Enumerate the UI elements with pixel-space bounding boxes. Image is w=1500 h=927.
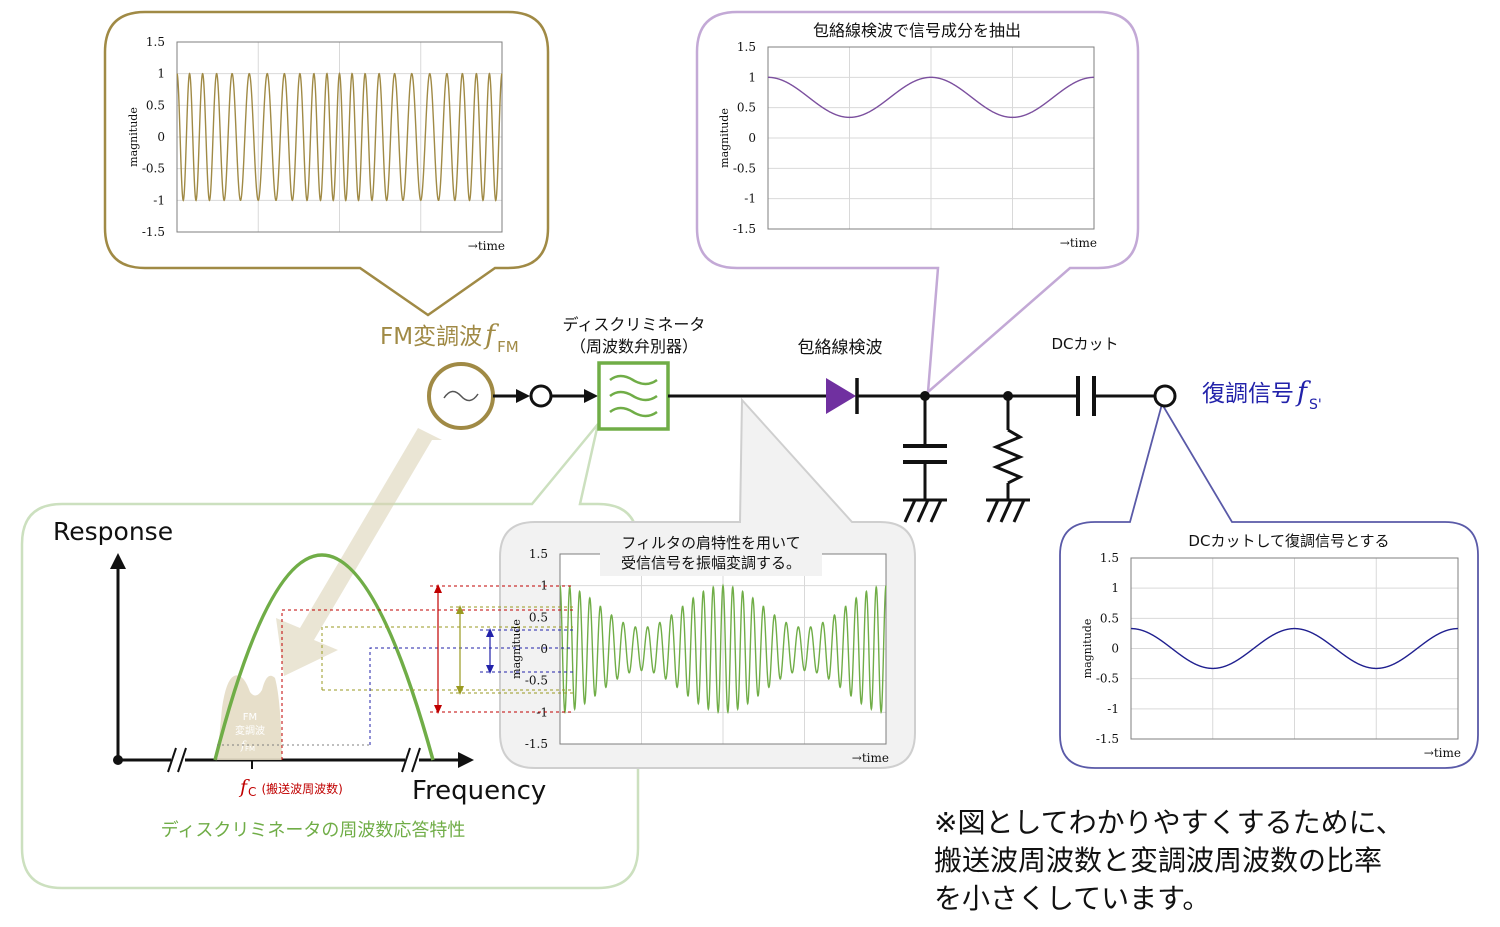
projection-red xyxy=(281,609,573,760)
y-tick-label: -1 xyxy=(153,193,165,207)
axis-break-icon xyxy=(167,747,187,773)
y-tick-label: -0.5 xyxy=(525,674,548,688)
y-tick-label: 0.5 xyxy=(529,610,548,624)
x-axis-label: →time xyxy=(468,239,505,253)
y-tick-label: -1 xyxy=(536,705,548,719)
sine-glyph xyxy=(443,390,479,402)
y-axis-label: magnitude xyxy=(718,108,731,168)
y-tick-label: -0.5 xyxy=(1096,672,1119,686)
input-terminal xyxy=(529,384,553,408)
y-tick-label: 1 xyxy=(157,67,165,81)
resistor-icon xyxy=(992,428,1024,485)
series-line xyxy=(768,76,1094,119)
y-axis-label: magnitude xyxy=(127,107,140,167)
projection-blue xyxy=(369,629,573,745)
note-line-3: を小さくしています。 xyxy=(934,882,1210,915)
x-axis-label: →time xyxy=(1060,236,1097,250)
y-tick-label: -0.5 xyxy=(733,161,756,175)
envelope-chart-title: 包絡線検波で信号成分を抽出 xyxy=(813,21,1021,40)
origin-dot xyxy=(113,755,123,765)
y-tick-label: 0 xyxy=(1111,642,1119,656)
x-axis-label: →time xyxy=(1424,746,1461,760)
discriminator-label: ディスクリミネータ xyxy=(563,315,706,334)
y-tick-label: -1.5 xyxy=(733,222,756,236)
y-tick-label: -0.5 xyxy=(142,162,165,176)
frequency-response-chart: Response Frequency fC(搬送波周波数) FM 変調波 fFM… xyxy=(53,517,546,841)
arrow-head-icon xyxy=(516,389,530,403)
filter-wave-icon xyxy=(609,374,658,418)
y-tick-label: 1 xyxy=(748,70,756,84)
spectrum-label: FM xyxy=(243,712,257,723)
y-tick-label: -1 xyxy=(744,192,756,206)
x-axis-arrow-icon xyxy=(458,752,474,768)
y-tick-label: 1.5 xyxy=(146,35,165,49)
y-tick-label: -1 xyxy=(1107,702,1119,716)
y-axis-label: magnitude xyxy=(510,619,523,679)
plot-frame xyxy=(1130,557,1459,740)
am-chart-title-line2: 受信信号を振幅変調する。 xyxy=(621,554,801,572)
y-tick-label: -1.5 xyxy=(525,737,548,751)
y-tick-label: 0 xyxy=(748,131,756,145)
x-axis-label: →time xyxy=(852,751,889,765)
plot-frame xyxy=(176,41,503,233)
spectrum-label: 変調波 xyxy=(235,724,265,737)
y-axis-arrow-icon xyxy=(110,553,126,569)
y-tick-label: 0 xyxy=(540,642,548,656)
envelope-chart: 1.5 1 0.5 0 -0.5 -1 -1.5 magnitude →time xyxy=(718,40,1097,250)
dc-cut-label: DCカット xyxy=(1051,335,1118,353)
circuit xyxy=(427,361,1177,523)
projection-lines xyxy=(217,584,573,760)
y-tick-label: -1.5 xyxy=(1096,732,1119,746)
y-tick-label: 0.5 xyxy=(1100,611,1119,625)
frequency-axis-label: Frequency xyxy=(412,776,546,806)
y-tick-label: 0.5 xyxy=(146,98,165,112)
y-axis-label: magnitude xyxy=(1081,619,1094,679)
y-tick-label: 1.5 xyxy=(529,547,548,561)
y-tick-label: 1.5 xyxy=(1100,551,1119,565)
output-terminal xyxy=(1153,384,1177,408)
demod-chart: 1.5 1 0.5 0 -0.5 -1 -1.5 magnitude →time xyxy=(1081,551,1461,760)
y-tick-label: 1.5 xyxy=(737,40,756,54)
fm-wave-chart: 1.5 1 0.5 0 -0.5 -1 -1.5 magnitude →time xyxy=(127,35,505,253)
y-tick-label: 0 xyxy=(157,130,165,144)
response-curve xyxy=(213,553,435,761)
y-tick-label: -1.5 xyxy=(142,225,165,239)
arrow-head-icon xyxy=(584,389,598,403)
series-line xyxy=(1131,627,1458,670)
note-line-2: 搬送波周波数と変調波周波数の比率 xyxy=(934,844,1382,877)
axis-break-icon xyxy=(401,747,421,773)
note-line-1: ※図としてわかりやすくするために、 xyxy=(934,806,1404,839)
am-title-mask xyxy=(600,530,822,576)
envelope-detect-label: 包絡線検波 xyxy=(798,338,883,358)
y-tick-label: 0.5 xyxy=(737,101,756,115)
response-callout xyxy=(20,423,640,890)
diode-icon xyxy=(826,378,856,414)
series-line xyxy=(176,72,503,202)
plot-frame xyxy=(767,46,1095,230)
series-line xyxy=(559,583,887,715)
fc-label: fC(搬送波周波数) xyxy=(238,776,343,799)
response-axis-label: Response xyxy=(53,517,173,546)
discriminator-sublabel: （周波数弁別器） xyxy=(570,337,698,356)
big-arrow-icon xyxy=(276,428,442,676)
ground-icon xyxy=(986,498,1030,523)
demod-chart-title: DCカットして復調信号とする xyxy=(1188,532,1389,550)
ground-icon xyxy=(903,498,947,523)
response-caption: ディスクリミネータの周波数応答特性 xyxy=(161,820,466,841)
am-chart-title-line1: フィルタの肩特性を用いて xyxy=(621,534,800,552)
range-arrow-olive-icon xyxy=(456,605,464,695)
y-tick-label: 1 xyxy=(1111,581,1119,595)
projection-olive xyxy=(321,606,573,694)
